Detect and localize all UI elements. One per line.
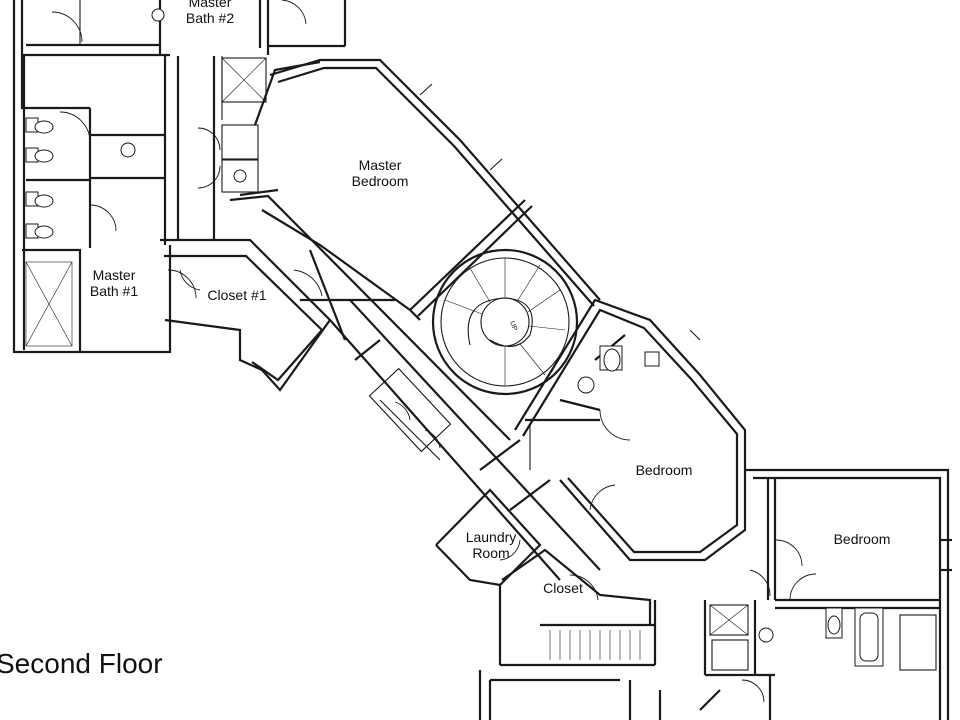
room-label-line: Master xyxy=(188,0,232,10)
diagonal-corridor xyxy=(329,299,601,581)
laundry-closet-area xyxy=(435,488,662,720)
room-label-line: Bedroom xyxy=(351,173,409,189)
room-label-closet-1: Closet #1 xyxy=(207,287,267,303)
stair-direction-note: UP xyxy=(508,320,518,332)
room-label-bedroom-center: Bedroom xyxy=(635,462,693,478)
room-label-line: Bath #1 xyxy=(89,283,139,299)
room-label-laundry-room: Laundry Room xyxy=(456,529,526,561)
east-bedroom-walls xyxy=(699,468,952,720)
room-label-line: Master xyxy=(92,267,136,283)
room-label-bedroom-east: Bedroom xyxy=(833,531,891,547)
room-label-master-bath-2: Master Bath #2 xyxy=(178,0,242,26)
west-wing-walls xyxy=(12,0,347,354)
room-label-line: Bath #2 xyxy=(185,10,235,26)
room-label-closet: Closet xyxy=(543,580,583,596)
spiral-stair: UP xyxy=(431,248,579,396)
master-bedroom-walls xyxy=(261,58,601,321)
room-label-master-bath-1: Master Bath #1 xyxy=(82,267,146,299)
room-label-master-bedroom: Master Bedroom xyxy=(340,157,420,189)
floor-title: Second Floor xyxy=(0,648,163,679)
room-label-line: Room xyxy=(472,545,510,561)
central-walls xyxy=(160,56,511,441)
room-label-line: Master xyxy=(358,157,402,173)
center-bedroom-walls xyxy=(514,298,747,562)
room-label-line: Laundry xyxy=(465,529,517,545)
